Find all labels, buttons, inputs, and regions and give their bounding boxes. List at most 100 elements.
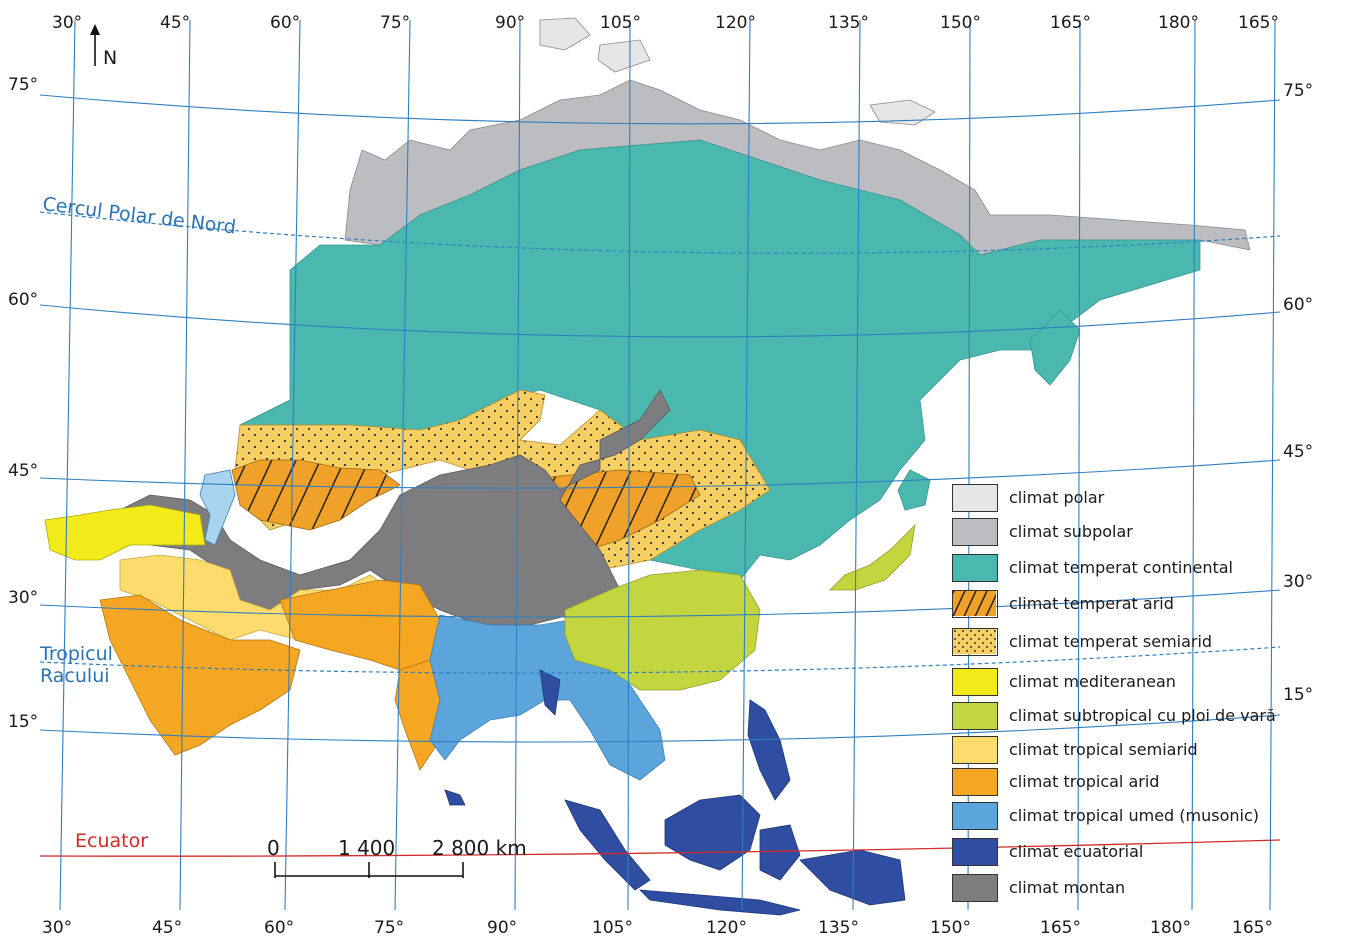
left-latitude-labels: 75° 60° 45° 30° 15° — [8, 75, 38, 732]
bottom-longitude-label: 165° — [1232, 918, 1273, 937]
region-polar — [539, 17, 936, 126]
right-latitude-label: 75° — [1283, 81, 1313, 101]
left-latitude-label: 60° — [8, 290, 38, 310]
legend-item: climat tropical semiarid — [952, 736, 1292, 766]
bottom-longitude-label: 135° — [818, 918, 859, 937]
legend-item: climat temperat continental — [952, 554, 1292, 584]
legend-swatch — [952, 628, 998, 656]
meridian-90 — [514, 19, 521, 911]
region-japan — [829, 523, 916, 591]
top-longitude-label: 165° — [1238, 13, 1279, 33]
scale-mid: 1 400 — [338, 836, 395, 860]
meridian-165 — [1077, 19, 1081, 911]
legend-label: climat temperat semiarid — [1009, 632, 1213, 651]
equator-label: Ecuator — [75, 830, 148, 852]
meridian-180 — [1191, 19, 1196, 911]
legend-label: climat subtropical cu ploi de vară — [1009, 706, 1276, 725]
region-temperate-continental — [239, 139, 1201, 581]
top-longitude-label: 60° — [270, 13, 300, 33]
legend-label: climat mediteranean — [1009, 672, 1176, 691]
legend-label: climat temperat arid — [1009, 594, 1174, 613]
meridian-120 — [741, 19, 751, 911]
legend-item: climat mediteranean — [952, 668, 1292, 698]
left-latitude-label: 15° — [8, 712, 38, 732]
meridian-165w — [1269, 19, 1276, 911]
right-latitude-label: 15° — [1283, 685, 1313, 705]
region-temperate-arid-west — [231, 459, 401, 531]
meridian-75 — [394, 19, 411, 911]
top-longitude-label: 75° — [380, 13, 410, 33]
caspian-sea — [199, 469, 236, 546]
top-longitude-label: 30° — [52, 13, 82, 33]
legend-swatch — [952, 736, 998, 764]
legend-item: climat montan — [952, 874, 1292, 904]
bottom-longitude-label: 30° — [42, 918, 72, 937]
legend-swatch — [952, 838, 998, 866]
legend-item: climat tropical umed (musonic) — [952, 802, 1292, 832]
right-latitude-label: 45° — [1283, 442, 1313, 462]
right-latitude-label: 30° — [1283, 572, 1313, 592]
meridian-105 — [627, 19, 631, 911]
right-latitude-label: 60° — [1283, 295, 1313, 315]
tropic-label-line2: Racului — [40, 665, 110, 687]
legend-item: climat subpolar — [952, 518, 1292, 548]
bottom-longitude-label: 45° — [152, 918, 182, 937]
legend-swatch — [952, 802, 998, 830]
legend-label: climat montan — [1009, 878, 1126, 897]
top-longitude-labels: 30°45°60°75°90°105°120°135°150°165°180°1… — [52, 13, 1279, 33]
legend-swatch — [952, 702, 998, 730]
meridian-30 — [59, 19, 76, 911]
legend-swatch — [952, 874, 998, 902]
scale-bar — [274, 862, 464, 878]
legend-item: climat subtropical cu ploi de vară — [952, 702, 1292, 732]
left-latitude-label: 75° — [8, 75, 38, 95]
region-hokkaido — [897, 469, 931, 511]
legend-swatch — [952, 590, 998, 618]
bottom-longitude-label: 105° — [592, 918, 633, 937]
region-kamchatka — [1029, 309, 1081, 386]
arctic-circle-label: Cercul Polar de Nord — [41, 193, 237, 239]
bottom-longitude-label: 150° — [930, 918, 971, 937]
legend-item: climat temperat semiarid — [952, 628, 1292, 658]
bottom-longitude-label: 180° — [1150, 918, 1191, 937]
region-mediterranean — [44, 504, 206, 561]
bottom-longitude-label: 60° — [264, 918, 294, 937]
legend-item: climat temperat arid — [952, 590, 1292, 620]
legend-item: climat tropical arid — [952, 768, 1292, 798]
legend-swatch — [952, 768, 998, 796]
scale-zero: 0 — [267, 836, 280, 860]
legend-label: climat temperat continental — [1009, 558, 1233, 577]
meridian-45 — [179, 19, 191, 911]
parallel-75 — [39, 94, 1281, 125]
land-regions — [44, 17, 1251, 916]
left-latitude-label: 45° — [8, 461, 38, 481]
equator-line — [39, 839, 1281, 857]
meridian-60 — [284, 19, 301, 911]
bottom-longitude-label: 90° — [487, 918, 517, 937]
arctic-circle-line — [39, 211, 1281, 254]
top-longitude-label: 165° — [1050, 13, 1091, 33]
parallel-30 — [39, 589, 1281, 618]
legend-label: climat ecuatorial — [1009, 842, 1144, 861]
bottom-longitude-labels: 30°45°60°75°90°105°120°135°150°165°180°1… — [42, 918, 1273, 937]
scale-end: 2 800 km — [432, 836, 527, 860]
legend-swatch — [952, 484, 998, 512]
legend-label: climat subpolar — [1009, 522, 1133, 541]
legend-swatch — [952, 554, 998, 582]
tropic-label-line1: Tropicul — [39, 643, 113, 665]
region-equatorial — [444, 669, 906, 916]
north-arrow-icon — [90, 24, 100, 66]
top-longitude-label: 150° — [940, 13, 981, 33]
left-latitude-label: 30° — [8, 588, 38, 608]
legend-label: climat tropical semiarid — [1009, 740, 1198, 759]
top-longitude-label: 180° — [1158, 13, 1199, 33]
legend-label: climat tropical arid — [1009, 772, 1160, 791]
bottom-longitude-label: 120° — [706, 918, 747, 937]
parallel-15 — [39, 714, 1281, 743]
bottom-longitude-label: 75° — [374, 918, 404, 937]
region-subtropical — [564, 569, 761, 691]
top-longitude-label: 135° — [828, 13, 869, 33]
parallel-45 — [39, 459, 1281, 489]
parallel-60 — [39, 304, 1281, 338]
